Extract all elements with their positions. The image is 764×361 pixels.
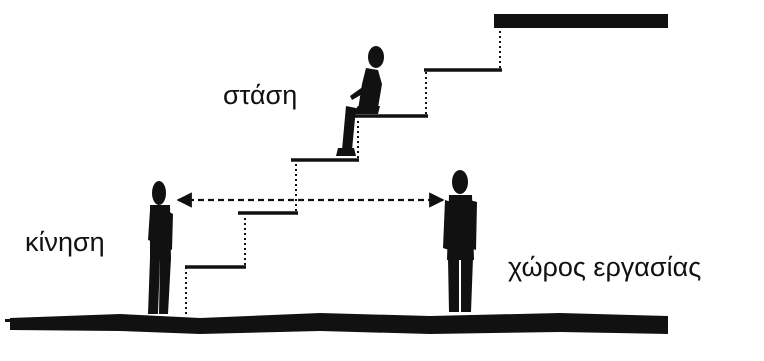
posture-label: στάση <box>223 80 298 110</box>
workspace-label: χώρος εργασίας <box>508 252 702 282</box>
seated-person-figure <box>336 46 384 156</box>
top-platform <box>494 14 668 28</box>
ground-line <box>5 313 668 334</box>
walking-person-figure <box>148 181 173 314</box>
staircase <box>185 24 502 314</box>
movement-label: κίνηση <box>25 227 105 257</box>
standing-person-figure <box>443 170 477 312</box>
